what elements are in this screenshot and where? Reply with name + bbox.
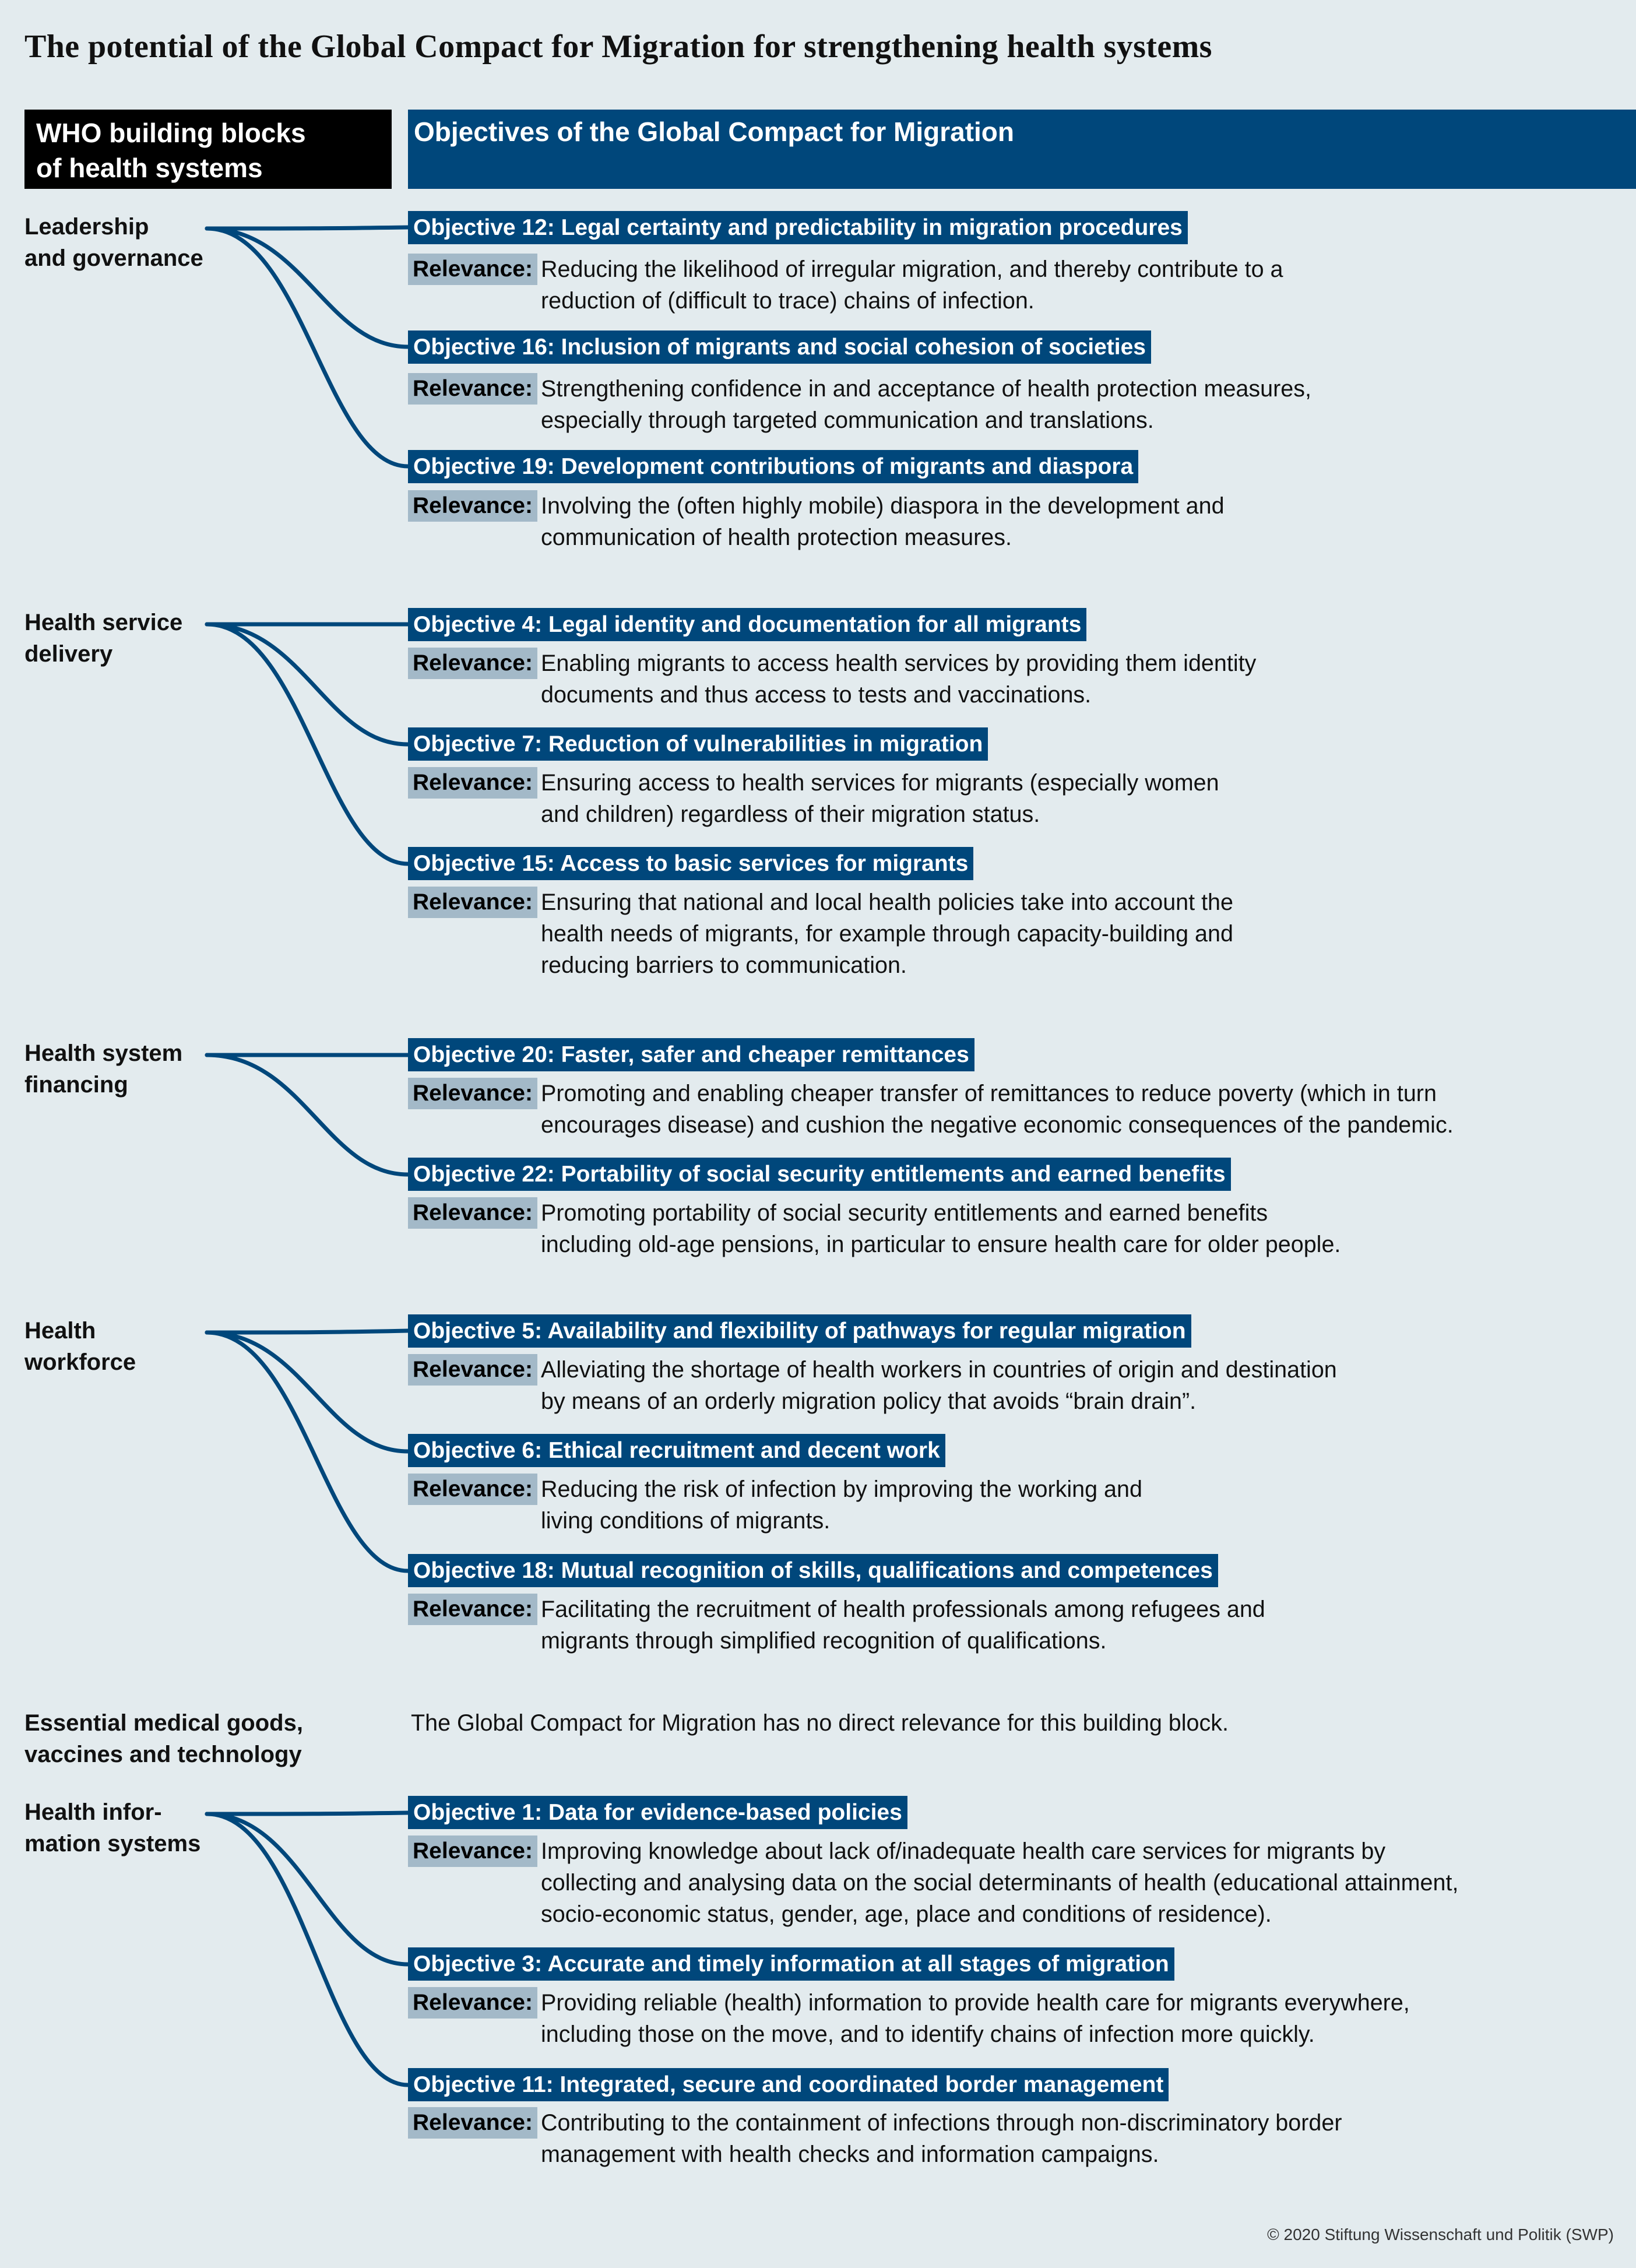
block-essential-medical-goods: Essential medical goods, vaccines and te…: [24, 1710, 303, 1767]
objective-16-title: Objective 16: Inclusion of migrants and …: [408, 330, 1151, 364]
connector-line: [205, 1810, 410, 1816]
objective-5-title: Objective 5: Availability and flexibilit…: [408, 1314, 1191, 1348]
copyright-credit: © 2020 Stiftung Wissenschaft und Politik…: [1267, 2225, 1614, 2244]
objective-22-relevance: Promoting portability of social security…: [541, 1200, 1341, 1257]
connector-line: [205, 622, 410, 866]
objective-20-relevance: Promoting and enabling cheaper transfer …: [541, 1081, 1454, 1138]
header-building-blocks: WHO building blocks of health systems: [24, 110, 392, 189]
objective-6-relevance: Reducing the risk of infection by improv…: [541, 1476, 1142, 1534]
connector-line: [205, 1812, 410, 1967]
relevance-tag: Relevance:: [408, 2107, 537, 2139]
relevance-tag: Relevance:: [408, 373, 537, 405]
relevance-tag: Relevance:: [408, 1594, 537, 1625]
header-building-blocks-label: WHO building blocks of health systems: [36, 118, 306, 183]
block-health-workforce: Health workforce: [24, 1318, 136, 1375]
objective-12-relevance: Reducing the likelihood of irregular mig…: [541, 256, 1283, 314]
objective-11-relevance: Contributing to the containment of infec…: [541, 2110, 1342, 2167]
objective-1-relevance: Improving knowledge about lack of/inadeq…: [541, 1838, 1459, 1927]
connector-line: [205, 622, 410, 747]
connector-line: [205, 1053, 410, 1177]
objective-1-title: Objective 1: Data for evidence-based pol…: [408, 1796, 907, 1829]
relevance-tag: Relevance:: [408, 1836, 537, 1867]
objective-18-relevance: Facilitating the recruitment of health p…: [541, 1597, 1265, 1654]
connector-line: [205, 1812, 410, 2087]
block-health-system-financing: Health system financing: [24, 1040, 183, 1098]
relevance-tag: Relevance:: [408, 254, 537, 285]
objective-3-title: Objective 3: Accurate and timely informa…: [408, 1947, 1174, 1981]
connector-line: [205, 225, 410, 231]
relevance-tag: Relevance:: [408, 887, 537, 918]
connector-line: [205, 226, 410, 349]
objective-11-title: Objective 11: Integrated, secure and coo…: [408, 2068, 1169, 2101]
block-health-service-delivery: Health service delivery: [24, 610, 183, 667]
block-leadership-governance: Leadership and governance: [24, 214, 203, 271]
page-title: The potential of the Global Compact for …: [24, 29, 1212, 65]
objective-4-title: Objective 4: Legal identity and document…: [408, 608, 1087, 641]
objective-18-title: Objective 18: Mutual recognition of skil…: [408, 1554, 1218, 1587]
relevance-tag: Relevance:: [408, 1474, 537, 1505]
relevance-tag: Relevance:: [408, 1987, 537, 2019]
connector-line: [205, 1330, 410, 1573]
objective-15-title: Objective 15: Access to basic services f…: [408, 847, 974, 880]
connector-line: [205, 226, 410, 469]
relevance-tag: Relevance:: [408, 490, 537, 522]
connector-line: [205, 1330, 410, 1454]
objective-7-title: Objective 7: Reduction of vulnerabilitie…: [408, 727, 988, 761]
no-relevance-note: The Global Compact for Migration has no …: [411, 1710, 1229, 1736]
connector-line: [205, 1328, 410, 1335]
relevance-tag: Relevance:: [408, 1197, 537, 1229]
header-objectives: Objectives of the Global Compact for Mig…: [408, 110, 1636, 189]
objective-19-relevance: Involving the (often highly mobile) dias…: [541, 493, 1225, 550]
objective-4-relevance: Enabling migrants to access health servi…: [541, 650, 1257, 708]
objective-6-title: Objective 6: Ethical recruitment and dec…: [408, 1434, 945, 1467]
objective-16-relevance: Strengthening confidence in and acceptan…: [541, 376, 1311, 433]
objective-15-relevance: Ensuring that national and local health …: [541, 889, 1233, 978]
header-objectives-label: Objectives of the Global Compact for Mig…: [414, 117, 1014, 147]
objective-12-title: Objective 12: Legal certainty and predic…: [408, 211, 1188, 244]
objective-5-relevance: Alleviating the shortage of health worke…: [541, 1357, 1337, 1414]
block-health-information-systems: Health infor- mation systems: [24, 1799, 201, 1856]
objective-19-title: Objective 19: Development contributions …: [408, 450, 1139, 483]
objective-22-title: Objective 22: Portability of social secu…: [408, 1158, 1231, 1191]
relevance-tag: Relevance:: [408, 648, 537, 679]
objective-7-relevance: Ensuring access to health services for m…: [541, 770, 1219, 827]
relevance-tag: Relevance:: [408, 1078, 537, 1109]
objective-3-relevance: Providing reliable (health) information …: [541, 1990, 1410, 2047]
relevance-tag: Relevance:: [408, 767, 537, 799]
relevance-tag: Relevance:: [408, 1354, 537, 1386]
objective-20-title: Objective 20: Faster, safer and cheaper …: [408, 1038, 974, 1071]
